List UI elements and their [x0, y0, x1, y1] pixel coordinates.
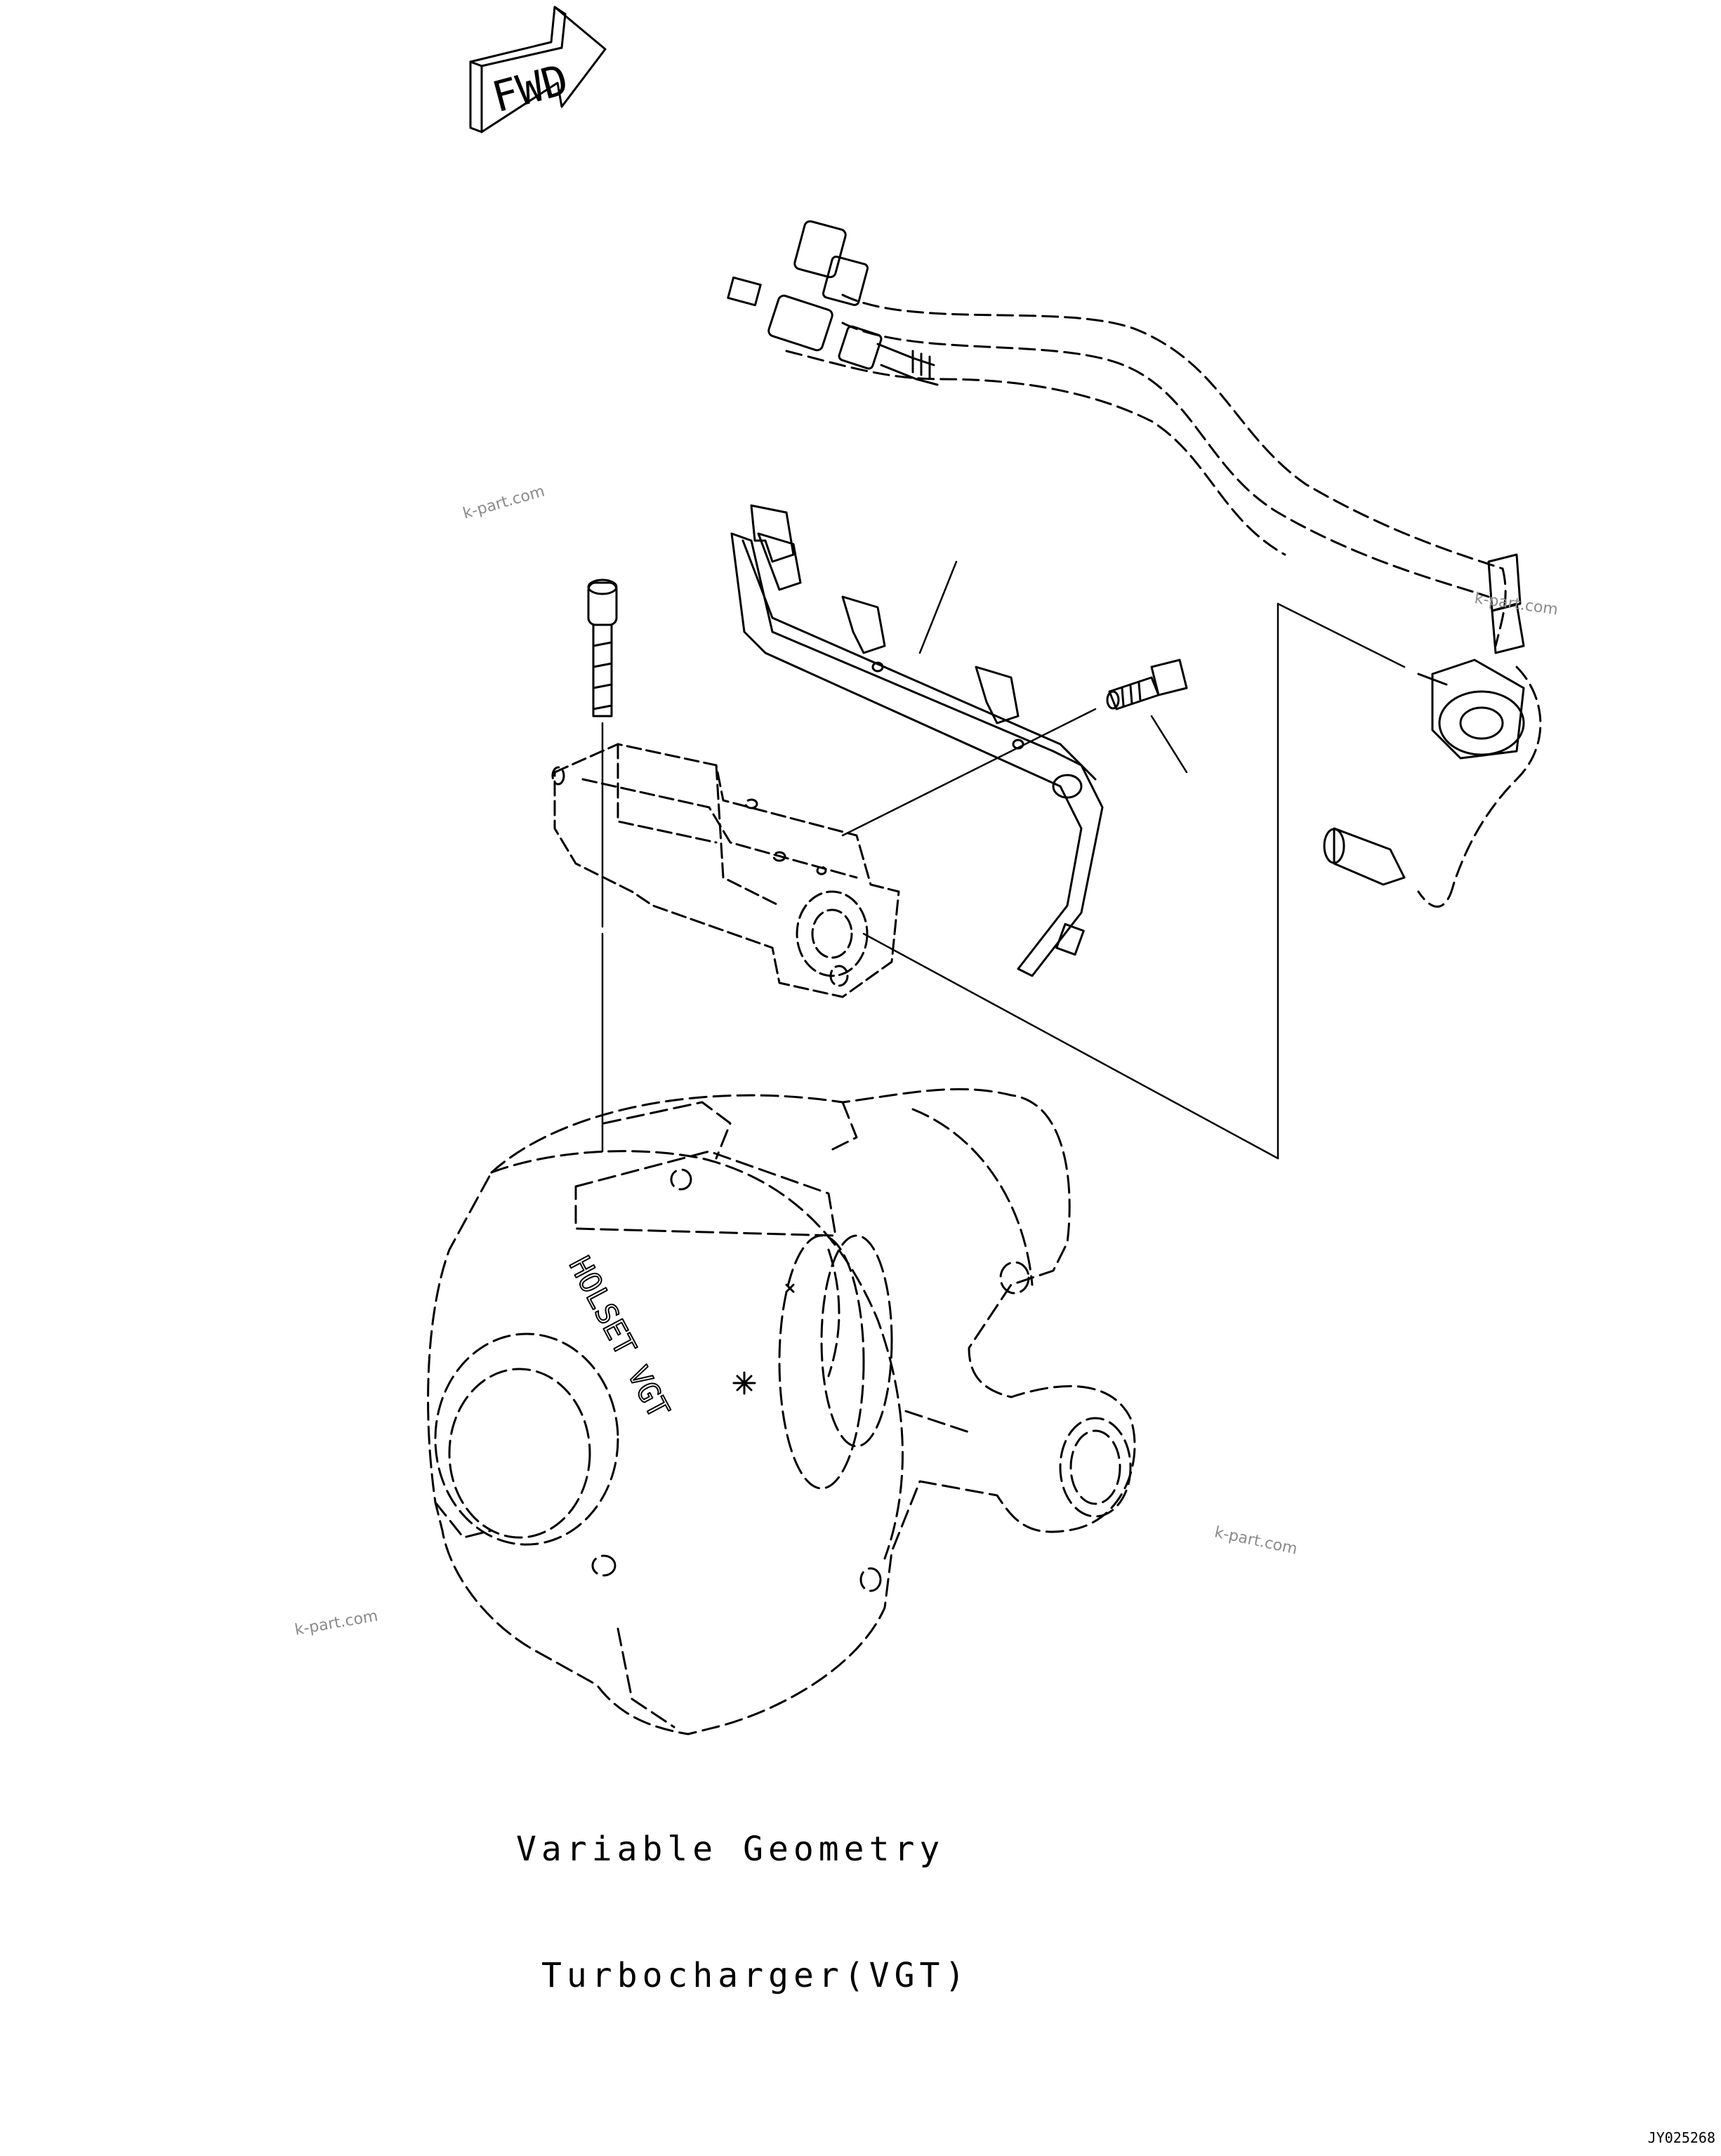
- caption-line-1: Variable Geometry: [516, 1830, 945, 1869]
- wiring-harness: [785, 293, 1542, 908]
- caption-line-2: Turbocharger(VGT): [541, 1956, 970, 1995]
- figure-id: JY025268: [1647, 2129, 1715, 2146]
- fwd-arrow-icon: FWD: [469, 6, 607, 133]
- turbocharger: [427, 1087, 1136, 1735]
- assembly-lines: [601, 602, 1406, 1160]
- turbo-brand-text: HOLSET VGT: [562, 1251, 676, 1424]
- cap-screw: [587, 578, 618, 717]
- clamp-bracket: [730, 504, 1104, 977]
- sensor-assembly: [1323, 553, 1525, 886]
- leader-lines: [918, 560, 1188, 774]
- diagram-caption: Variable Geometry Turbocharger(VGT): [516, 1744, 970, 2039]
- harness-connectors: [727, 220, 939, 386]
- bracket-bolt: [1106, 659, 1188, 710]
- vgt-actuator: [551, 743, 900, 998]
- bracket-clips: [750, 504, 1020, 725]
